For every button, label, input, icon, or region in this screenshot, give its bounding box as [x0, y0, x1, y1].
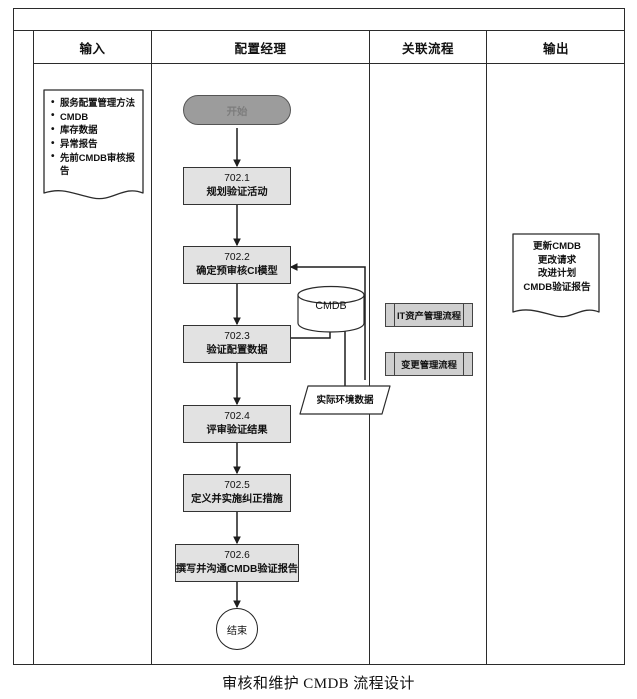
- swimlane-label-input: 输入: [79, 41, 106, 56]
- process-id-702-5: 702.5: [224, 479, 250, 491]
- output-document-text: 更新CMDB 更改请求 改进计划 CMDB验证报告: [512, 233, 600, 294]
- left-gutter-column: [13, 31, 34, 665]
- output-document-outline: [512, 233, 600, 318]
- list-item: 异常报告: [51, 137, 138, 150]
- diagram-top-band: [13, 8, 625, 31]
- list-item: 服务配置管理方法: [51, 95, 138, 109]
- related-process-change-management[interactable]: 变更管理流程: [385, 352, 473, 376]
- process-label-702-1: 规划验证活动: [206, 186, 268, 198]
- process-id-702-2: 702.2: [224, 251, 250, 263]
- process-id-702-6: 702.6: [224, 549, 250, 561]
- end-node-label: 结束: [226, 625, 248, 637]
- database-cmdb-label: CMDB: [315, 300, 347, 312]
- swimlane-label-config-manager: 配置经理: [234, 41, 287, 56]
- data-store-actual-environment[interactable]: 实际环境数据: [299, 385, 391, 415]
- output-document-shape: 更新CMDB 更改请求 改进计划 CMDB验证报告: [512, 233, 600, 321]
- process-label-702-6: 撰写并沟通CMDB验证报告: [175, 563, 299, 575]
- input-document-text: 服务配置管理方法 CMDB 库存数据 异常报告 先前CMDB审核报告: [43, 89, 144, 178]
- process-box-702-5[interactable]: 702.5 定义并实施纠正措施: [183, 474, 291, 512]
- process-id-702-3: 702.3: [224, 330, 250, 342]
- process-box-702-4[interactable]: 702.4 评审验证结果: [183, 405, 291, 443]
- swimlane-header-config-manager: 配置经理: [152, 31, 369, 64]
- swimlane-related-process: 关联流程: [370, 31, 487, 665]
- swimlane-config-manager: 配置经理: [152, 31, 370, 665]
- process-box-702-1[interactable]: 702.1 规划验证活动: [183, 167, 291, 205]
- output-line-0: 更新CMDB: [533, 241, 581, 252]
- swimlane-label-output: 输出: [542, 41, 569, 56]
- process-label-702-3: 验证配置数据: [206, 344, 268, 356]
- process-label-702-5: 定义并实施纠正措施: [191, 493, 283, 505]
- start-node-label: 开始: [226, 106, 248, 118]
- data-store-label: 实际环境数据: [316, 395, 374, 406]
- list-item: 库存数据: [51, 123, 138, 136]
- start-node[interactable]: 开始: [183, 95, 291, 125]
- process-box-702-2[interactable]: 702.2 确定预审核CI模型: [183, 246, 291, 284]
- process-id-702-4: 702.4: [224, 410, 250, 422]
- data-store-shape: [299, 385, 391, 415]
- database-cmdb[interactable]: CMDB: [297, 285, 365, 333]
- related-process-label-0: IT资产管理流程: [396, 311, 462, 321]
- process-box-702-6[interactable]: 702.6 撰写并沟通CMDB验证报告: [175, 544, 299, 582]
- related-process-label-1: 变更管理流程: [401, 360, 457, 370]
- end-node[interactable]: 结束: [216, 608, 258, 650]
- process-label-702-4: 评审验证结果: [206, 424, 268, 436]
- swimlane-header-input: 输入: [34, 31, 151, 64]
- swimlane-header-related-process: 关联流程: [370, 31, 486, 64]
- process-label-702-2: 确定预审核CI模型: [196, 265, 278, 277]
- output-line-2: 改进计划: [537, 268, 577, 280]
- process-box-702-3[interactable]: 702.3 验证配置数据: [183, 325, 291, 363]
- process-id-702-1: 702.1: [224, 172, 250, 184]
- list-item: CMDB: [51, 109, 138, 123]
- figure-caption: 审核和维护 CMDB 流程设计: [222, 676, 415, 692]
- swimlane-header-output: 输出: [487, 31, 625, 64]
- input-document-shape: 服务配置管理方法 CMDB 库存数据 异常报告 先前CMDB审核报告: [43, 89, 144, 203]
- swimlane-input: 输入: [34, 31, 152, 665]
- database-cmdb-shape: [297, 285, 365, 333]
- swimlane-label-related-process: 关联流程: [401, 41, 454, 56]
- swimlane-output: 输出: [487, 31, 625, 665]
- output-line-3: CMDB验证报告: [523, 281, 591, 293]
- list-item: 先前CMDB审核报告: [51, 150, 138, 177]
- input-items-list: 服务配置管理方法 CMDB 库存数据 异常报告 先前CMDB审核报告: [51, 95, 138, 177]
- related-process-it-asset-management[interactable]: IT资产管理流程: [385, 303, 473, 327]
- output-line-1: 更改请求: [537, 254, 577, 266]
